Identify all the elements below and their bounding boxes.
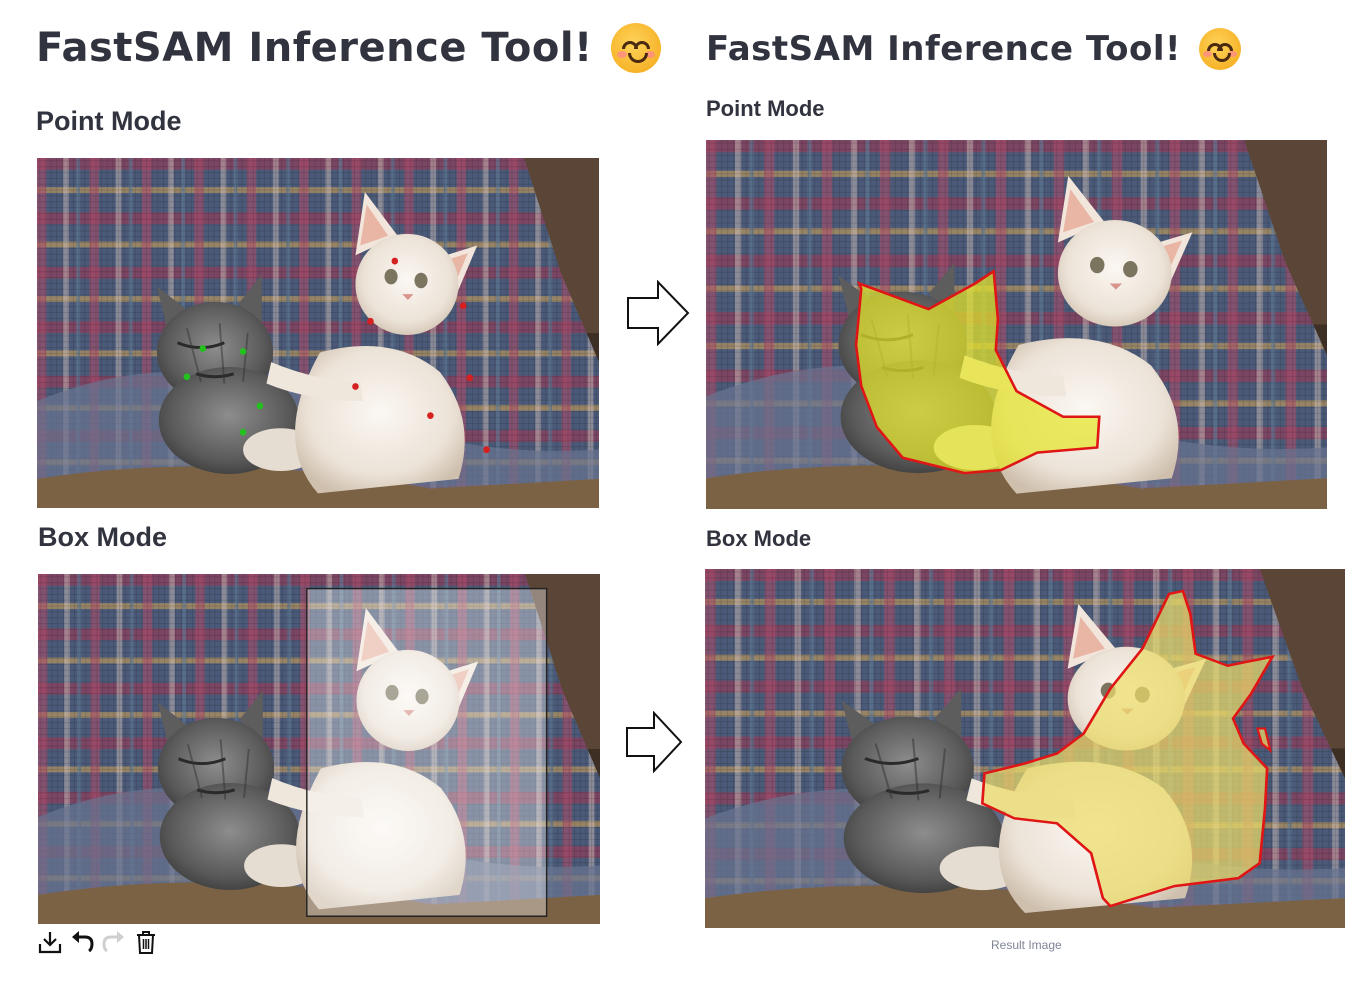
box-mode-result-image — [705, 569, 1345, 928]
right-app-title: FastSAM Inference Tool! — [706, 26, 1241, 72]
left-box-mode-label: Box Mode — [38, 522, 168, 552]
positive-point — [239, 348, 247, 355]
segmentation-mask — [980, 589, 1276, 908]
download-icon[interactable] — [36, 928, 64, 956]
positive-points — [183, 345, 264, 436]
smiling-face-emoji-icon — [610, 23, 661, 73]
segmentation-mask — [854, 268, 1101, 475]
point-mode-result-image — [706, 140, 1327, 509]
result-image-caption: Result Image — [991, 938, 1062, 952]
negative-point — [427, 412, 434, 420]
right-app-title-text: FastSAM Inference Tool! — [706, 29, 1181, 69]
selection-box[interactable] — [306, 587, 548, 917]
negative-point — [391, 257, 399, 265]
point-mode-canvas[interactable] — [37, 158, 599, 508]
right-box-mode-label: Box Mode — [706, 526, 812, 551]
positive-point — [239, 428, 247, 436]
segmentation-mask-fragment — [1256, 727, 1273, 754]
right-point-mode-label: Point Mode — [706, 96, 825, 121]
undo-icon[interactable] — [68, 928, 96, 956]
left-point-mode-label: Point Mode — [36, 106, 182, 136]
canvas-toolbar — [36, 928, 160, 956]
left-app-title-text: FastSAM Inference Tool! — [36, 25, 593, 71]
positive-point — [256, 402, 264, 410]
left-app-title: FastSAM Inference Tool! — [36, 22, 661, 74]
negative-point — [466, 374, 474, 382]
trash-icon[interactable] — [132, 928, 160, 956]
negative-point — [367, 317, 374, 325]
negative-points — [352, 257, 490, 454]
negative-point — [483, 446, 490, 454]
positive-point — [199, 345, 207, 352]
arrow-right-icon — [625, 710, 683, 774]
redo-icon[interactable] — [100, 928, 128, 956]
positive-point — [183, 373, 191, 381]
smiling-face-emoji-icon — [1198, 28, 1241, 70]
negative-point — [459, 302, 467, 310]
box-mode-canvas[interactable] — [38, 574, 600, 924]
arrow-right-icon — [626, 279, 690, 347]
negative-point — [352, 383, 359, 390]
